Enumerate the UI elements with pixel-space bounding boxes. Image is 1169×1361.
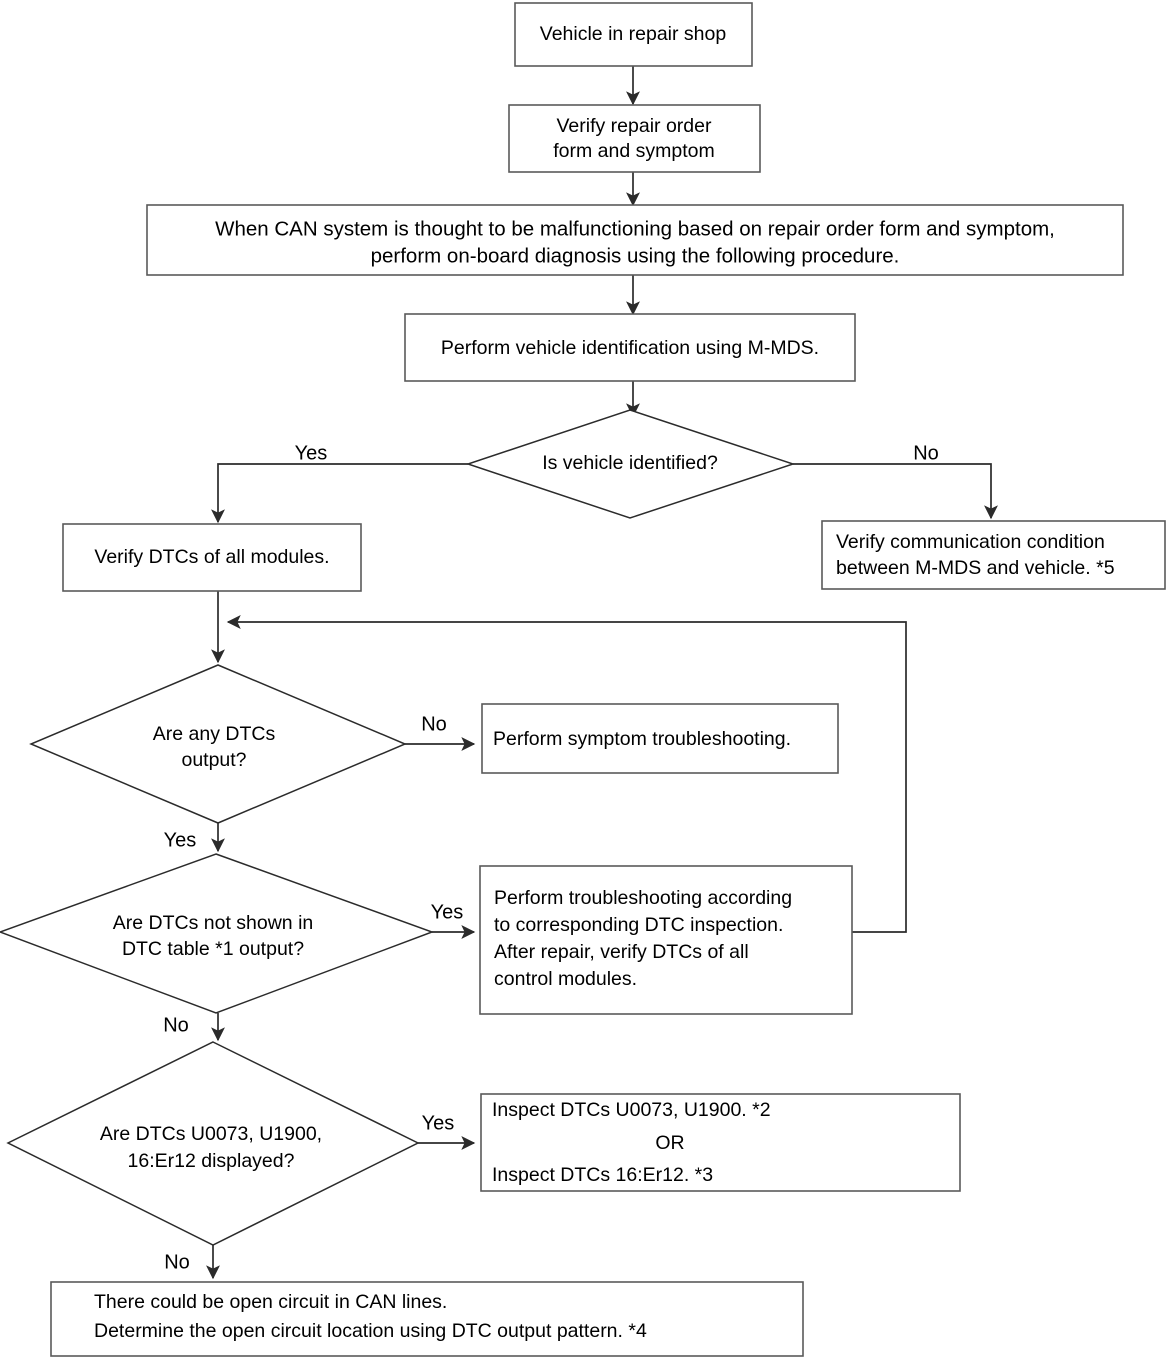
- decision-is-vehicle-identified-line-0: Is vehicle identified?: [542, 452, 718, 474]
- node-perform-symptom-troubleshooting-line-0: Perform symptom troubleshooting.: [493, 728, 791, 750]
- edge-label-anydtcs-no: No: [421, 713, 447, 735]
- connector-identified-no: [793, 463, 999, 520]
- decision-dtcs-not-in-table-line-0: Are DTCs not shown in: [113, 912, 314, 934]
- edge-label-anydtcs-yes: Yes: [164, 829, 197, 851]
- node-perform-troubleshooting-line-3: control modules.: [494, 968, 637, 990]
- decision-dtcs-displayed-line-0: Are DTCs U0073, U1900,: [100, 1123, 322, 1145]
- node-perform-troubleshooting[interactable]: Perform troubleshooting according to cor…: [479, 865, 853, 1015]
- node-perform-troubleshooting-line-0: Perform troubleshooting according: [494, 887, 792, 909]
- node-inspect-dtcs-line-1: OR: [655, 1132, 684, 1154]
- decision-are-any-dtcs-output[interactable]: Are any DTCs output?: [29, 664, 407, 824]
- node-verify-repair-order-line-1: form and symptom: [553, 140, 714, 162]
- connector-feedback-loop: [226, 614, 907, 933]
- node-perform-troubleshooting-line-2: After repair, verify DTCs of all: [494, 941, 749, 963]
- connector-identified-yes: [210, 463, 468, 524]
- decision-are-any-dtcs-output-line-0: Are any DTCs: [153, 723, 276, 745]
- decision-dtcs-displayed[interactable]: Are DTCs U0073, U1900, 16:Er12 displayed…: [6, 1041, 420, 1246]
- edge-label-displayed-yes: Yes: [422, 1112, 455, 1134]
- edge-label-identified-no: No: [913, 442, 939, 464]
- node-verify-communication-condition-line-1: between M-MDS and vehicle. *5: [836, 557, 1115, 579]
- node-open-circuit-line-0: There could be open circuit in CAN lines…: [94, 1291, 447, 1313]
- node-vehicle-identification[interactable]: Perform vehicle identification using M-M…: [404, 313, 856, 382]
- edge-label-displayed-no: No: [164, 1251, 190, 1273]
- edge-label-identified-yes: Yes: [295, 442, 328, 464]
- node-can-system-note-line-0: When CAN system is thought to be malfunc…: [215, 217, 1055, 240]
- decision-is-vehicle-identified[interactable]: Is vehicle identified?: [465, 409, 796, 519]
- node-verify-dtcs-all-modules[interactable]: Verify DTCs of all modules.: [62, 523, 362, 592]
- decision-dtcs-not-in-table-line-1: DTC table *1 output?: [122, 938, 304, 960]
- node-vehicle-identification-line-0: Perform vehicle identification using M-M…: [441, 337, 819, 359]
- node-verify-repair-order-line-0: Verify repair order: [557, 115, 712, 137]
- node-can-system-note-line-1: perform on-board diagnosis using the fol…: [371, 244, 900, 267]
- node-inspect-dtcs-line-0: Inspect DTCs U0073, U1900. *2: [492, 1099, 771, 1121]
- node-perform-symptom-troubleshooting[interactable]: Perform symptom troubleshooting.: [481, 703, 839, 774]
- node-verify-communication-condition[interactable]: Verify communication condition between M…: [821, 520, 1166, 590]
- node-perform-troubleshooting-line-1: to corresponding DTC inspection.: [494, 914, 783, 936]
- edge-label-nottable-no: No: [163, 1014, 189, 1036]
- node-inspect-dtcs[interactable]: Inspect DTCs U0073, U1900. *2 OR Inspect…: [480, 1093, 961, 1192]
- node-verify-repair-order[interactable]: Verify repair order form and symptom: [508, 104, 761, 173]
- node-vehicle-in-repair-shop[interactable]: Vehicle in repair shop: [514, 2, 753, 67]
- node-open-circuit[interactable]: There could be open circuit in CAN lines…: [50, 1281, 804, 1357]
- node-can-system-note[interactable]: When CAN system is thought to be malfunc…: [146, 204, 1124, 276]
- decision-are-any-dtcs-output-line-1: output?: [181, 749, 246, 771]
- node-vehicle-in-repair-shop-line-0: Vehicle in repair shop: [540, 23, 727, 45]
- connectors: [205, 66, 999, 1280]
- decision-dtcs-not-in-table[interactable]: Are DTCs not shown in DTC table *1 outpu…: [0, 853, 435, 1014]
- node-verify-communication-condition-line-0: Verify communication condition: [836, 531, 1105, 553]
- node-verify-dtcs-all-modules-line-0: Verify DTCs of all modules.: [94, 546, 329, 568]
- edge-label-nottable-yes: Yes: [431, 901, 464, 923]
- decision-dtcs-displayed-line-1: 16:Er12 displayed?: [128, 1150, 295, 1172]
- node-open-circuit-line-1: Determine the open circuit location usin…: [94, 1320, 647, 1342]
- node-inspect-dtcs-line-2: Inspect DTCs 16:Er12. *3: [492, 1164, 713, 1186]
